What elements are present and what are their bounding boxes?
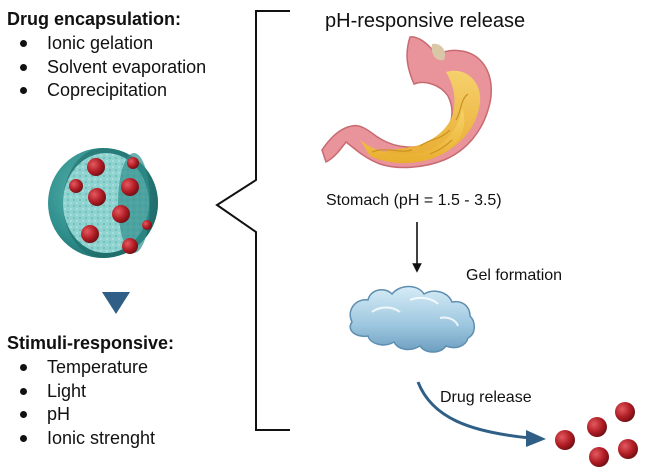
list-item: Ionic strenght xyxy=(7,427,174,451)
list-item: Light xyxy=(7,380,174,404)
bullet-icon xyxy=(20,411,27,418)
esophagus xyxy=(431,43,446,61)
bullet-icon xyxy=(20,40,27,47)
drug-bead xyxy=(587,417,607,437)
stomach-label: Stomach (pH = 1.5 - 3.5) xyxy=(326,192,502,209)
release-arrow xyxy=(416,381,531,440)
list-item: Ionic gelation xyxy=(7,32,206,56)
encapsulation-heading: Drug encapsulation: xyxy=(7,9,182,29)
stimuli-section: Stimuli-responsive: Temperature Light pH… xyxy=(7,332,174,450)
drug-bead xyxy=(81,225,99,243)
drug-bead xyxy=(142,220,152,230)
stimuli-list: Temperature Light pH Ionic strenght xyxy=(7,356,174,450)
gel-highlight xyxy=(371,296,459,327)
bullet-icon xyxy=(20,87,27,94)
bullet-icon xyxy=(20,364,27,371)
stomach-folds xyxy=(371,93,469,155)
gel-cloud xyxy=(349,285,475,353)
drug-bead xyxy=(88,188,106,206)
gel-illustration xyxy=(349,285,475,353)
stomach-contents xyxy=(360,108,465,164)
release-arrowhead-icon xyxy=(526,430,546,447)
drug-bead xyxy=(112,205,130,223)
ph-release-title: pH-responsive release xyxy=(325,10,526,32)
bullet-icon xyxy=(20,387,27,395)
nanoparticle-illustration xyxy=(48,148,158,258)
list-item: pH xyxy=(7,403,174,427)
sphere-cut-edge xyxy=(118,153,150,253)
bullet-icon xyxy=(20,434,27,442)
drug-release-label: Drug release xyxy=(440,389,532,406)
bracket-divider xyxy=(215,10,290,431)
drug-bead xyxy=(127,157,139,169)
drug-bead xyxy=(121,178,139,196)
drug-bead xyxy=(122,238,138,254)
encapsulation-list: Ionic gelation Solvent evaporation Copre… xyxy=(7,32,206,103)
drug-bead xyxy=(87,158,105,176)
drug-bead xyxy=(618,439,638,459)
bullet-icon xyxy=(20,63,27,71)
released-drugs xyxy=(555,402,638,467)
drug-bead xyxy=(555,430,575,450)
list-item: Solvent evaporation xyxy=(7,56,206,80)
encapsulation-section: Drug encapsulation: Ionic gelation Solve… xyxy=(7,8,206,103)
down-arrow-icon xyxy=(102,292,130,314)
drug-bead xyxy=(615,402,635,422)
stimuli-heading: Stimuli-responsive: xyxy=(7,333,175,353)
gel-formation-label: Gel formation xyxy=(466,267,563,284)
drug-bead xyxy=(69,179,83,193)
drug-bead xyxy=(589,447,609,467)
list-item: Temperature xyxy=(7,356,174,380)
stomach-illustration xyxy=(321,36,493,169)
list-item: Coprecipitation xyxy=(7,79,206,103)
